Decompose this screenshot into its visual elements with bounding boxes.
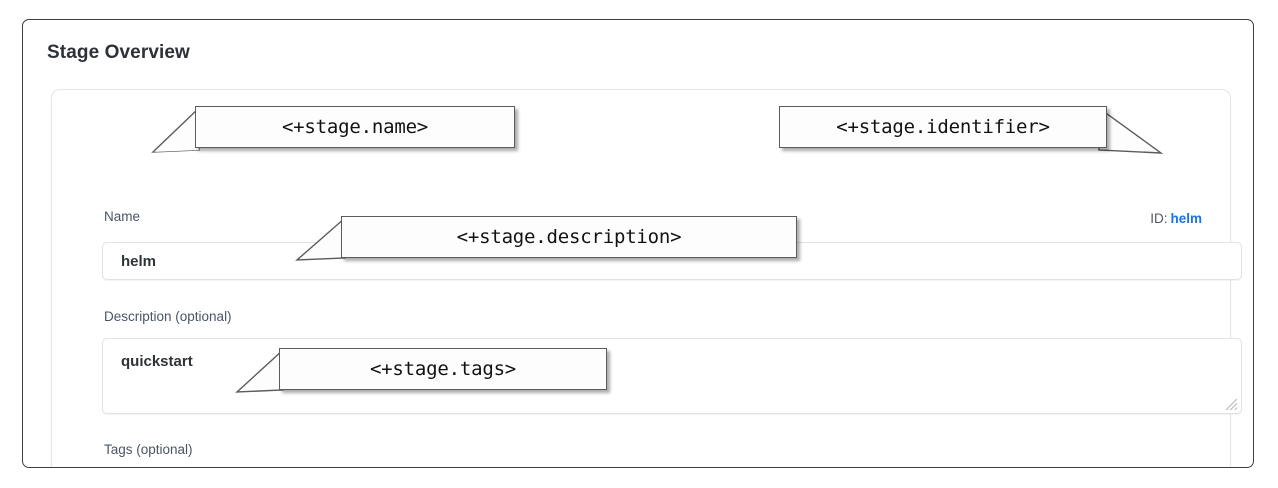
description-textarea-value: quickstart — [121, 353, 193, 370]
stage-identifier-value[interactable]: helm — [1170, 211, 1202, 226]
name-field-label: Name — [104, 209, 141, 224]
callout-stage-tags: <+stage.tags> — [279, 348, 607, 390]
stage-identifier-key: ID: — [1150, 211, 1168, 226]
page-title: Stage Overview — [47, 42, 190, 63]
callout-stage-identifier: <+stage.identifier> — [779, 106, 1107, 148]
callout-stage-name: <+stage.name> — [195, 106, 515, 148]
resize-grip-icon[interactable] — [1225, 398, 1238, 411]
name-input-value: helm — [121, 253, 157, 270]
stage-identifier-line: ID:helm — [1150, 211, 1202, 226]
description-field-label: Description (optional) — [104, 309, 232, 324]
callout-stage-description: <+stage.description> — [341, 216, 797, 258]
tags-field-label: Tags (optional) — [104, 442, 193, 457]
screenshot-frame: Stage Overview Name ID:helm helm Descrip… — [22, 19, 1254, 468]
